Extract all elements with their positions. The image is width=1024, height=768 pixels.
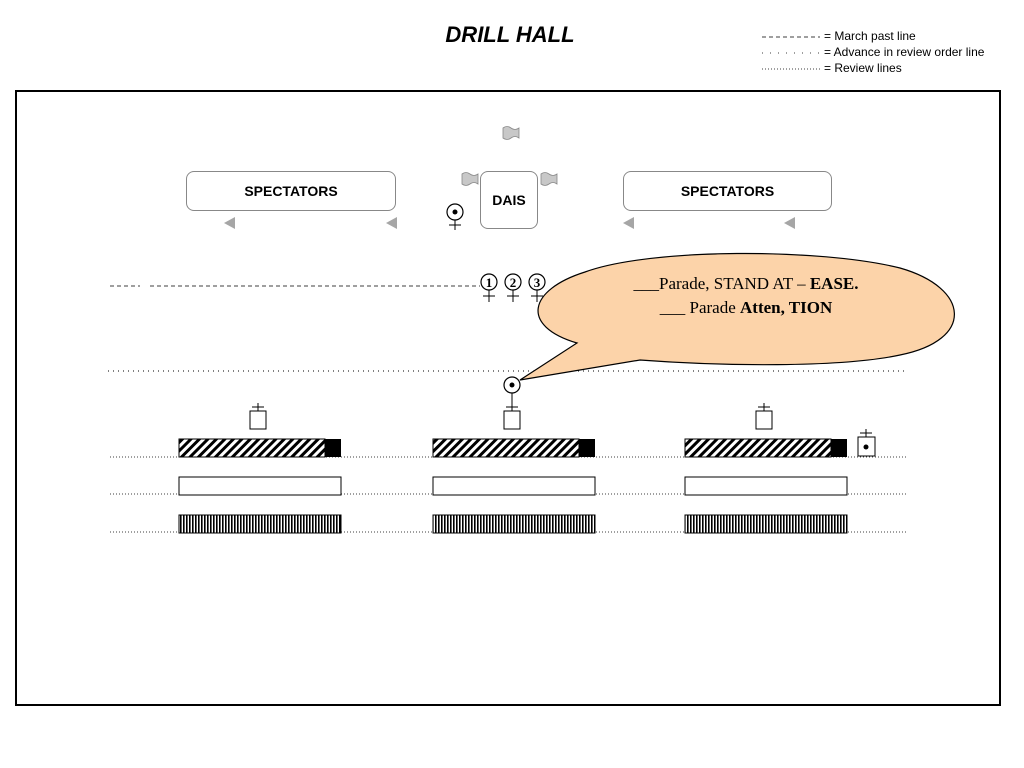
dais-box: DAIS xyxy=(480,171,538,229)
blank-line: ___ xyxy=(633,274,659,293)
front-rank-flight xyxy=(432,438,595,458)
centre-rank-flight xyxy=(178,476,342,496)
legend-label: = Review lines xyxy=(824,61,902,75)
legend-item-review: = Review lines xyxy=(762,60,902,76)
legend-label: = March past line xyxy=(824,29,916,43)
command-word: EASE. xyxy=(809,274,859,293)
flag-icon xyxy=(461,172,479,186)
sparse-dotted-line-icon xyxy=(762,52,820,54)
legend-label: = Advance in review order line xyxy=(824,45,985,59)
command-line-1: ___Parade, STAND AT – EASE. xyxy=(560,272,932,296)
officer-icon xyxy=(249,403,267,430)
marker-1 xyxy=(480,273,498,302)
dais-label: DAIS xyxy=(492,192,526,208)
flag-icon xyxy=(502,126,520,140)
marker-2 xyxy=(504,273,522,302)
arrow-left-icon xyxy=(224,217,235,229)
spectators-label: SPECTATORS xyxy=(680,183,775,199)
flag-icon xyxy=(540,172,558,186)
spectators-label: SPECTATORS xyxy=(244,183,338,199)
command-line-2: ___ Parade Atten, TION xyxy=(560,296,932,320)
centre-rank-flight xyxy=(684,476,848,496)
front-rank-flight xyxy=(178,438,341,458)
rear-rank-flight xyxy=(178,514,342,534)
arrow-left-icon xyxy=(623,217,634,229)
parade-commander-icon xyxy=(503,376,521,403)
drill-hall-boundary xyxy=(15,90,1001,706)
dashed-line-icon xyxy=(762,36,820,38)
rear-rank-flight xyxy=(432,514,596,534)
officer-icon xyxy=(755,403,773,430)
diagram-title: DRILL HALL xyxy=(445,22,575,47)
arrow-left-icon xyxy=(784,217,795,229)
front-rank-flight xyxy=(684,438,847,458)
arrow-left-icon xyxy=(386,217,397,229)
officer-icon xyxy=(503,403,521,430)
command-text: Parade, STAND AT – xyxy=(658,274,810,293)
legend-item-march-past: = March past line xyxy=(762,28,916,44)
marker-label: 2 xyxy=(510,275,517,290)
rear-rank-flight xyxy=(684,514,848,534)
legend-item-advance: = Advance in review order line xyxy=(762,44,984,60)
blank-line: ___ xyxy=(659,298,686,317)
dense-dotted-line-icon xyxy=(762,68,820,70)
reviewing-officer-icon xyxy=(446,203,464,230)
marker-label: 1 xyxy=(486,275,493,290)
sergeant-major-icon xyxy=(857,429,876,457)
spectators-left-box: SPECTATORS xyxy=(186,171,396,211)
spectators-right-box: SPECTATORS xyxy=(623,171,832,211)
speech-bubble-text: ___Parade, STAND AT – EASE. ___ Parade A… xyxy=(560,272,932,320)
centre-rank-flight xyxy=(432,476,596,496)
marker-label: 3 xyxy=(534,275,541,290)
marker-3 xyxy=(528,273,546,302)
command-text: Parade xyxy=(685,298,740,317)
speech-bubble xyxy=(519,252,955,381)
command-word: Atten, TION xyxy=(740,298,833,317)
